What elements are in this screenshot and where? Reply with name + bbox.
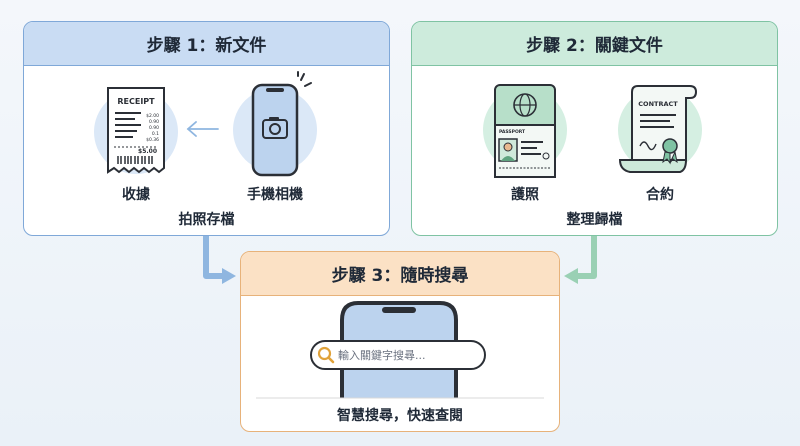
receipt-price-5: $0.36 [146,137,159,143]
camera-label: 手機相機 [247,187,303,203]
receipt-header: RECEIPT [117,97,155,106]
contract-label: 合約 [646,187,674,203]
passport-label: 護照 [511,187,539,203]
passport-icon [483,84,567,178]
search-input[interactable]: 輸入關鍵字搜尋... [310,340,486,370]
receipt-price-1: $2.00 [146,113,159,119]
step3-title: 步驟 3：隨時搜尋 [241,252,559,296]
phone-camera-icon [233,71,317,177]
step1-caption: 拍照存檔 [178,212,235,228]
receipt-label: 收據 [122,187,150,203]
step3-caption: 智慧搜尋，快速查閱 [337,408,463,424]
search-icon [317,346,335,364]
receipt-price-2: 0.90 [149,119,159,125]
search-placeholder: 輸入關鍵字搜尋... [338,349,426,362]
receipt-price-4: 0.1 [152,131,159,137]
receipt-price-3: 0.90 [149,125,159,131]
receipt-icon [94,87,178,174]
contract-icon [618,85,702,173]
arrow-left-icon [186,121,219,137]
arrow-step1-to-step3 [203,236,226,279]
contract-header: CONTRACT [638,100,678,108]
step2-caption: 整理歸檔 [566,212,623,228]
step1-title: 步驟 1：新文件 [24,22,389,66]
receipt-total: $5.00 [138,148,157,155]
step2-title: 步驟 2：關鍵文件 [412,22,777,66]
arrow-step2-to-step3 [574,236,597,279]
passport-header: PASSPORT [499,129,526,135]
step2-panel: 步驟 2：關鍵文件 [411,21,778,236]
